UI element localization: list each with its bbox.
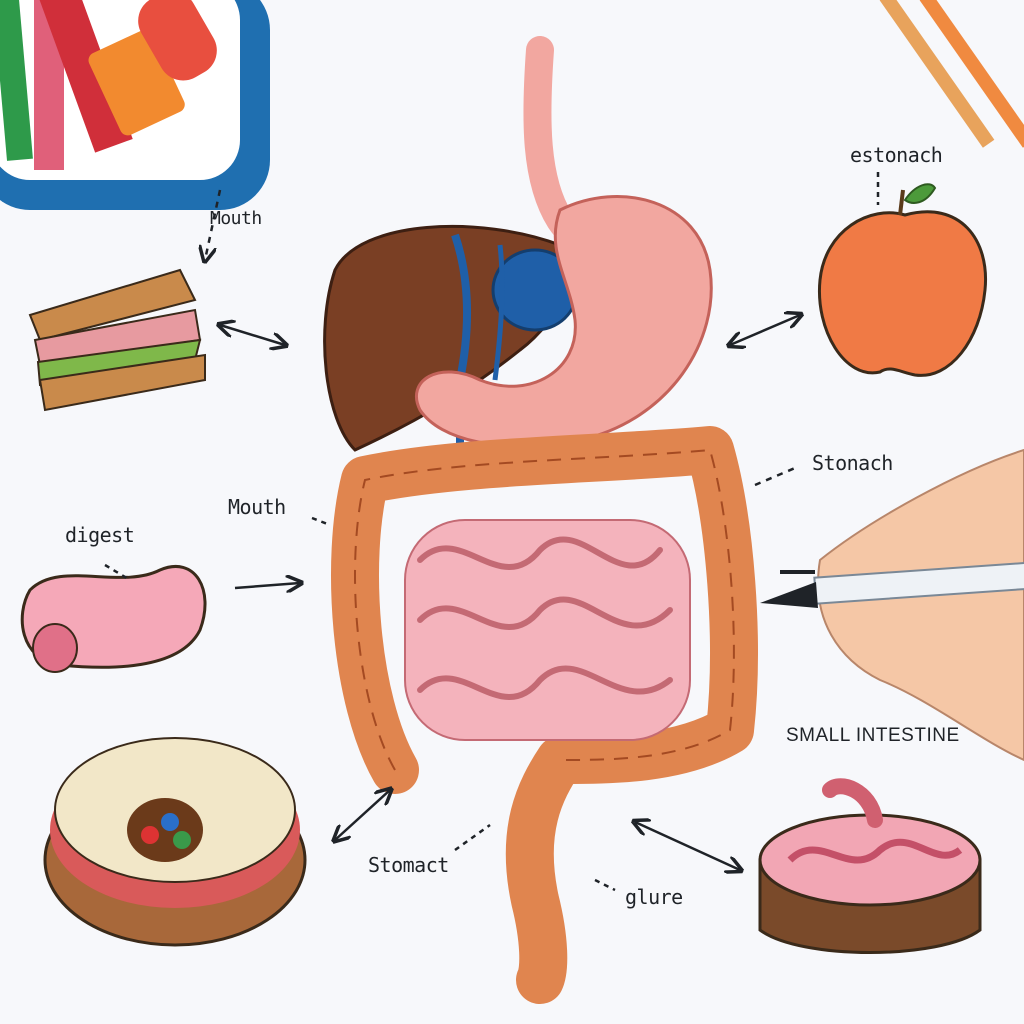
sausage-icon [20, 564, 207, 673]
crayon-cup-icon [0, 0, 270, 210]
tart-icon [43, 737, 307, 947]
label-mouth-top: Mouth [210, 208, 262, 229]
label-digest: digest [65, 523, 135, 547]
pencils-icon [879, 0, 1024, 148]
label-stomact: Stomact [368, 853, 449, 877]
small-intestine [404, 519, 691, 741]
label-stomach-right: Stonach [812, 451, 893, 475]
label-small-intestine: SMALL INTESTINE [786, 725, 960, 746]
label-estomach: estonach [850, 143, 943, 167]
label-glure: glure [625, 885, 683, 909]
pencil-hand-icon [760, 448, 1024, 762]
intestine-bowl-icon [758, 778, 982, 954]
apple-icon [817, 183, 988, 377]
sandwich-icon [28, 268, 206, 412]
stomach [415, 195, 713, 448]
arrows [104, 172, 880, 892]
label-mouth-mid: Mouth [228, 495, 286, 519]
